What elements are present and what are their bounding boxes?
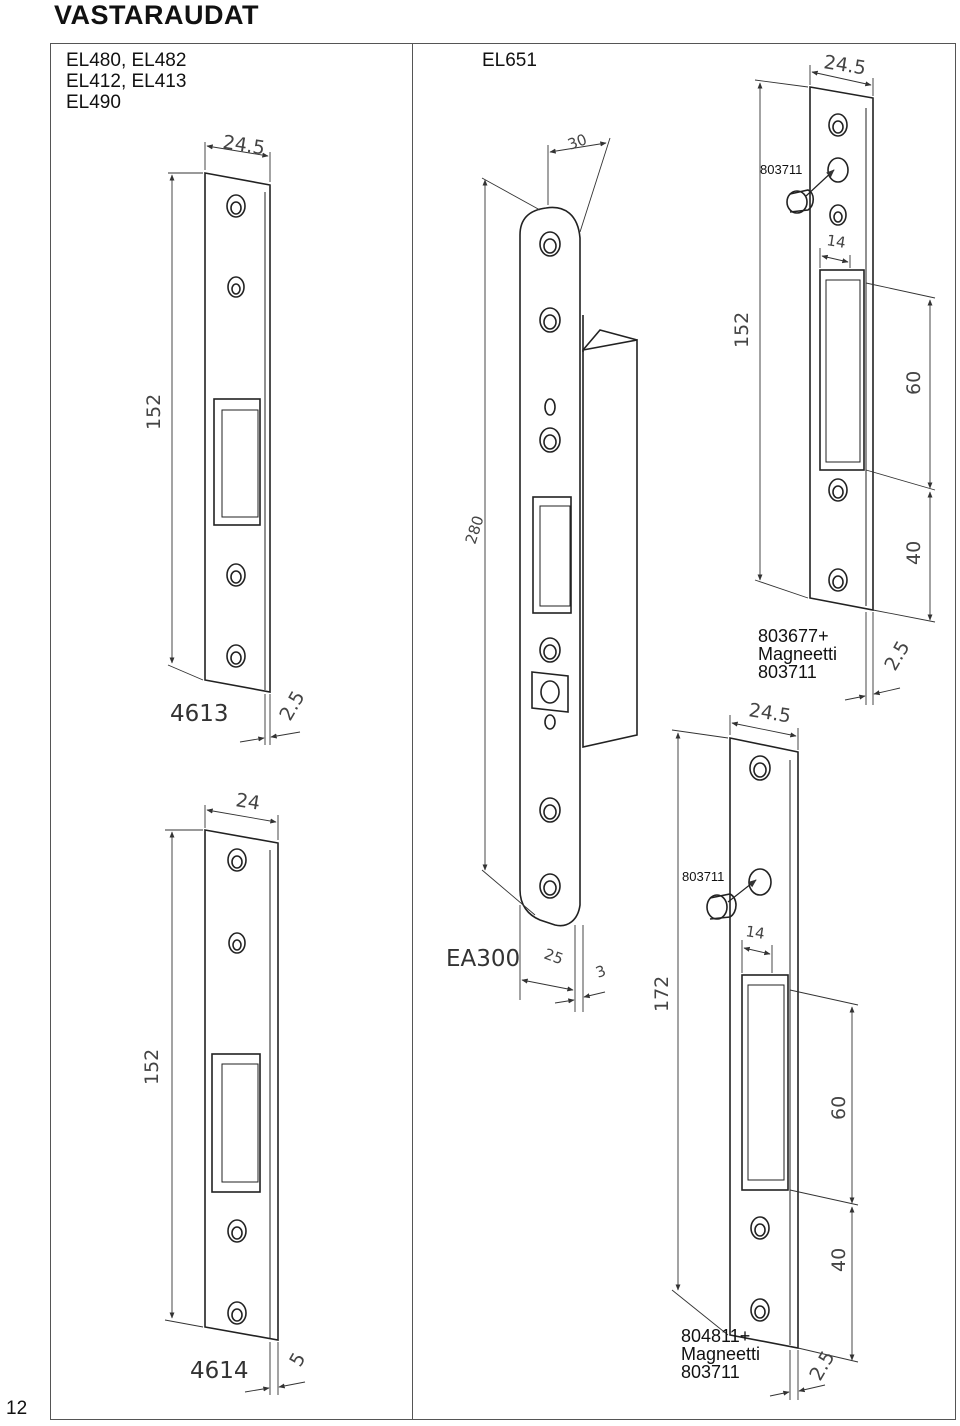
dim-804811-slot-width: 14 <box>744 922 766 943</box>
dim-804811-width: 24.5 <box>747 699 792 727</box>
dimensions-4613 <box>167 142 301 745</box>
caption-803677-line-3: 803711 <box>758 662 817 682</box>
left-group-title-line-1: EL480, EL482 <box>66 50 187 71</box>
dim-4614-width: 24 <box>234 789 261 815</box>
dim-803677-height: 152 <box>731 312 753 348</box>
left-group-title: EL480, EL482 EL412, EL413 EL490 <box>66 50 186 113</box>
left-group-title-line-2: EL412, EL413 <box>66 71 187 92</box>
right-group-title: EL651 <box>482 50 537 71</box>
magnet-label-top: 803711 <box>760 162 802 177</box>
dim-4614-height: 152 <box>141 1049 163 1085</box>
dim-4613-thickness: 2.5 <box>275 687 309 724</box>
dimensions-804811 <box>671 715 859 1400</box>
strike-plate-EA300 <box>519 206 638 927</box>
dim-4613-width: 24.5 <box>221 131 266 159</box>
dim-4614-thickness: 5 <box>285 1349 310 1370</box>
dimensions-803677 <box>754 65 936 705</box>
dim-803677-slot-width: 14 <box>825 231 847 252</box>
magnet-803711-top <box>786 169 835 214</box>
content-frame <box>50 43 956 1420</box>
caption-804811-line-3: 803711 <box>681 1362 740 1382</box>
magnet-803711-bottom <box>706 879 757 920</box>
dim-803677-thickness: 2.5 <box>880 637 914 674</box>
dim-804811-thickness: 2.5 <box>805 1347 839 1384</box>
strike-plate-804811 <box>729 737 799 1349</box>
page-title: VASTARAUDAT <box>54 0 259 30</box>
dim-804811-height: 172 <box>651 976 673 1012</box>
caption-803677-line-1: 803677+ <box>758 626 829 646</box>
dim-803677-offset: 40 <box>903 541 925 565</box>
dim-EA300-thickness: 3 <box>593 962 608 982</box>
dim-803677-slot-height: 60 <box>903 371 925 395</box>
strike-plate-803677 <box>809 86 874 611</box>
dimensions-4614 <box>164 805 306 1395</box>
dimensions-EA300 <box>481 137 611 1012</box>
caption-803677-line-2: Magneetti <box>758 644 837 664</box>
left-group-title-line-3: EL490 <box>66 92 121 113</box>
dim-EA300-height: 280 <box>462 513 488 546</box>
dim-EA300-depth: 25 <box>542 945 566 968</box>
dim-804811-slot-height: 60 <box>828 1096 850 1120</box>
column-divider <box>412 43 413 1420</box>
dim-804811-offset: 40 <box>828 1248 850 1272</box>
page-number: 12 <box>6 1398 28 1419</box>
strike-plate-4614 <box>204 829 279 1341</box>
strike-plate-4613 <box>204 172 271 693</box>
caption-804811-line-1: 804811+ <box>681 1326 750 1346</box>
magnet-label-bottom: 803711 <box>682 869 724 884</box>
part-code-4614: 4614 <box>190 1358 249 1384</box>
dim-EA300-width: 30 <box>565 130 589 153</box>
caption-804811-line-2: Magneetti <box>681 1344 760 1364</box>
dim-4613-height: 152 <box>143 394 165 430</box>
part-code-4613: 4613 <box>170 701 229 727</box>
part-code-EA300: EA300 <box>446 946 520 972</box>
